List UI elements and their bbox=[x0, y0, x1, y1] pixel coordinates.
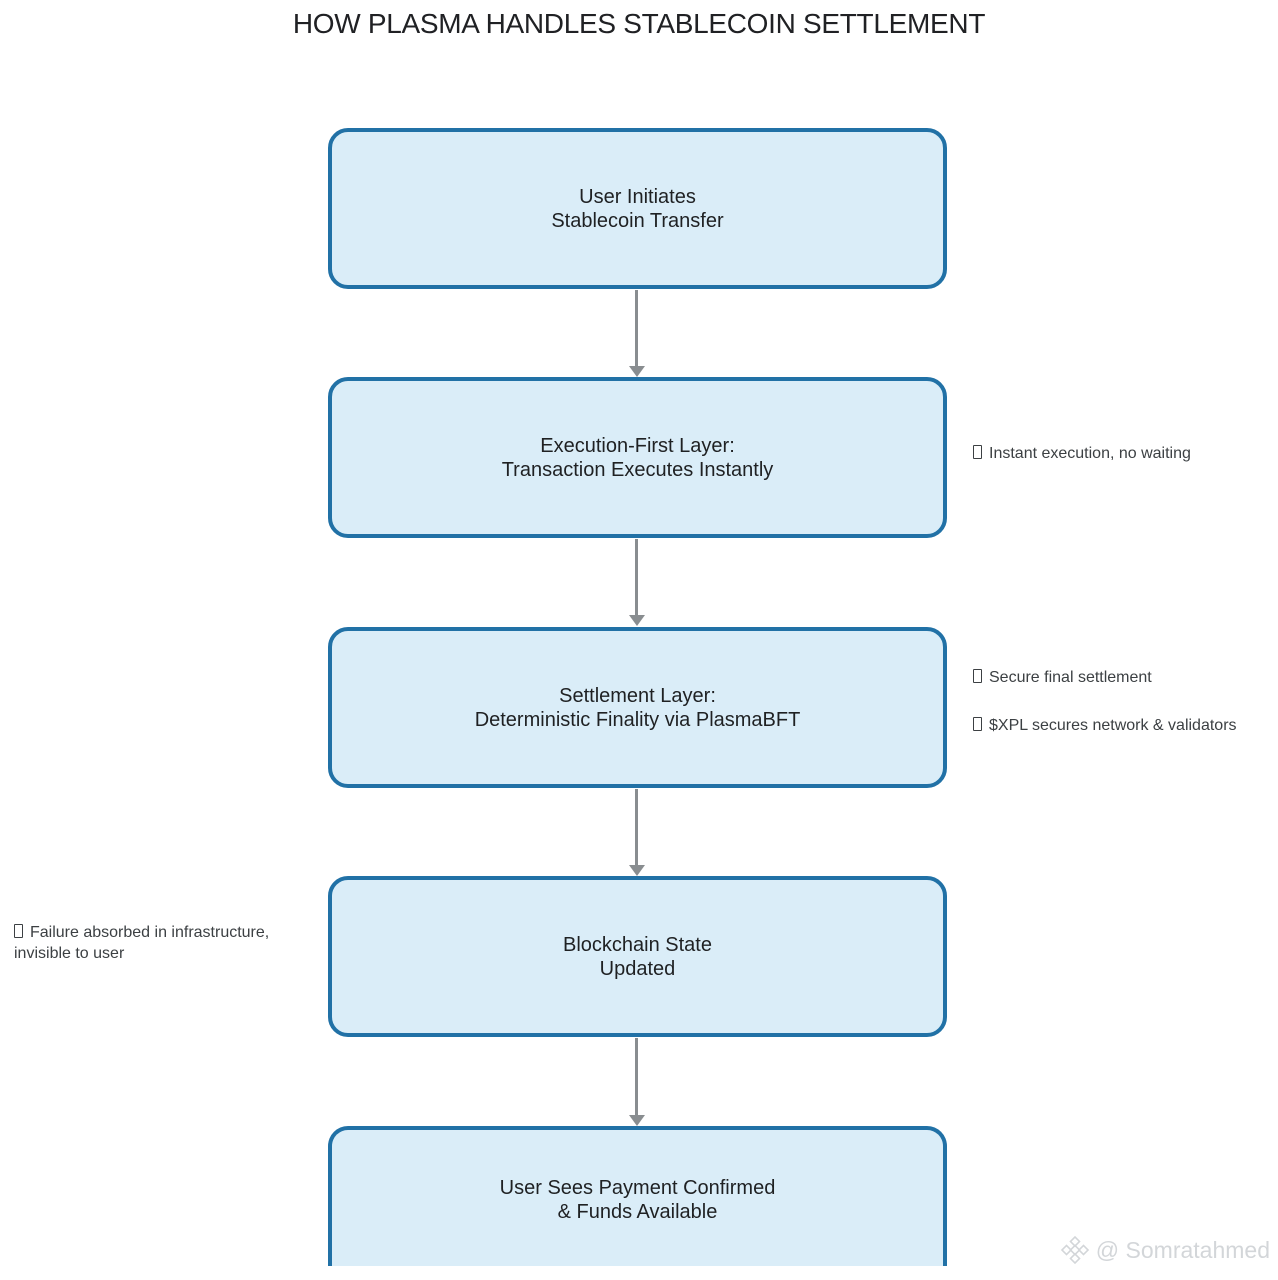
node-label-line: Stablecoin Transfer bbox=[551, 209, 724, 232]
node-label: User Initiates Stablecoin Transfer bbox=[551, 185, 723, 233]
node-settlement-layer: Settlement Layer: Deterministic Finality… bbox=[328, 627, 947, 788]
node-label-line: Settlement Layer: bbox=[559, 684, 716, 707]
watermark-handle: @ Somratahmed bbox=[1095, 1236, 1270, 1263]
note-xpl-secures-network: $XPL secures network & validators bbox=[973, 715, 1237, 736]
diagram-title: HOW PLASMA HANDLES STABLECOIN SETTLEMENT bbox=[292, 8, 986, 39]
note-text: Failure absorbed in infrastructure, invi… bbox=[14, 924, 270, 962]
flow-arrow-4 bbox=[628, 1038, 645, 1126]
note-failure-absorbed: Failure absorbed in infrastructure, invi… bbox=[14, 922, 322, 964]
arrow-line bbox=[634, 290, 639, 366]
node-label-line: Deterministic Finality via PlasmaBFT bbox=[474, 708, 801, 731]
node-blockchain-state-updated: Blockchain State Updated bbox=[328, 876, 947, 1037]
arrow-down-icon bbox=[628, 865, 645, 876]
node-label-line: Blockchain State bbox=[563, 933, 712, 956]
missing-glyph-icon bbox=[973, 717, 982, 731]
node-label-line: Transaction Executes Instantly bbox=[501, 458, 774, 481]
bottom-crop-mask bbox=[0, 1266, 1278, 1280]
arrow-line bbox=[634, 1038, 639, 1115]
node-label: Execution-First Layer: Transaction Execu… bbox=[502, 434, 774, 482]
arrow-down-icon bbox=[628, 1115, 645, 1126]
note-text: $XPL secures network & validators bbox=[989, 717, 1237, 734]
node-user-initiates-transfer: User Initiates Stablecoin Transfer bbox=[328, 128, 947, 289]
note-instant-execution: Instant execution, no waiting bbox=[973, 443, 1191, 464]
node-label-line: & Funds Available bbox=[557, 1201, 718, 1223]
arrow-line bbox=[634, 539, 639, 615]
node-label-line: User Initiates bbox=[579, 185, 696, 208]
missing-glyph-icon bbox=[973, 669, 982, 683]
missing-glyph-icon bbox=[973, 445, 982, 459]
flow-arrow-3 bbox=[628, 789, 645, 876]
note-text: Secure final settlement bbox=[989, 669, 1152, 686]
node-label-line: Updated bbox=[599, 957, 676, 980]
binance-diamond-logo-icon bbox=[1060, 1235, 1090, 1265]
arrow-down-icon bbox=[628, 615, 645, 626]
watermark: @ Somratahmed bbox=[1060, 1235, 1270, 1265]
note-secure-settlement: Secure final settlement bbox=[973, 667, 1152, 688]
node-execution-first-layer: Execution-First Layer: Transaction Execu… bbox=[328, 377, 947, 538]
note-text: Instant execution, no waiting bbox=[989, 445, 1191, 462]
flow-arrow-2 bbox=[628, 539, 645, 626]
node-label: Blockchain State Updated bbox=[563, 933, 712, 981]
node-label-line: Execution-First Layer: bbox=[540, 434, 735, 457]
arrow-down-icon bbox=[628, 366, 645, 377]
flow-arrow-1 bbox=[628, 290, 645, 377]
node-label: Settlement Layer: Deterministic Finality… bbox=[475, 684, 801, 732]
node-label-line: User Sees Payment Confirmed bbox=[499, 1177, 776, 1199]
node-label: User Sees Payment Confirmed & Funds Avai… bbox=[500, 1176, 776, 1224]
arrow-line bbox=[634, 789, 639, 865]
missing-glyph-icon bbox=[14, 924, 23, 938]
node-payment-confirmed: User Sees Payment Confirmed & Funds Avai… bbox=[328, 1126, 947, 1280]
